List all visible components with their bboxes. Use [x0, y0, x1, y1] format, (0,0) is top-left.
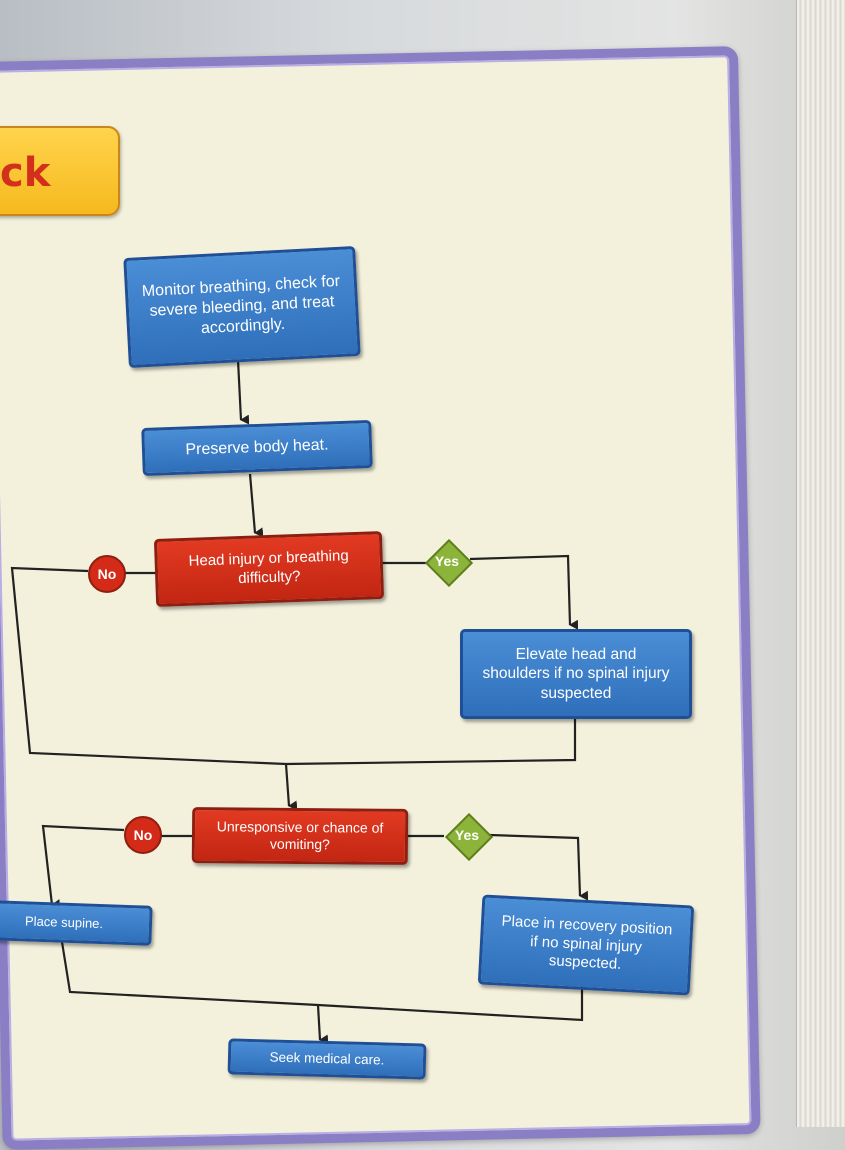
- elevate-head-box: Elevate head and shoulders if no spinal …: [460, 629, 692, 719]
- title-tab: [0, 126, 120, 216]
- head-injury-decision-box: Head injury or breathing difficulty?: [153, 531, 385, 607]
- yes-badge-1: Yes: [424, 538, 474, 588]
- seek-medical-care-box: Seek medical care.: [227, 1038, 427, 1080]
- yes-label-2: Yes: [454, 827, 480, 843]
- yes-label-1: Yes: [434, 553, 460, 569]
- no-badge-2: No: [124, 816, 162, 854]
- unresponsive-decision-box: Unresponsive or chance of vomiting?: [191, 807, 409, 865]
- yes-badge-2: Yes: [444, 812, 494, 862]
- no-badge-1: No: [88, 555, 126, 593]
- book-page-edges: [796, 0, 845, 1127]
- monitor-breathing-box: Monitor breathing, check for severe blee…: [123, 246, 361, 368]
- place-supine-box: Place supine.: [0, 900, 153, 946]
- title-text: ck: [0, 150, 51, 196]
- preserve-body-heat-box: Preserve body heat.: [141, 420, 373, 476]
- recovery-position-box: Place in recovery position if no spinal …: [477, 894, 695, 996]
